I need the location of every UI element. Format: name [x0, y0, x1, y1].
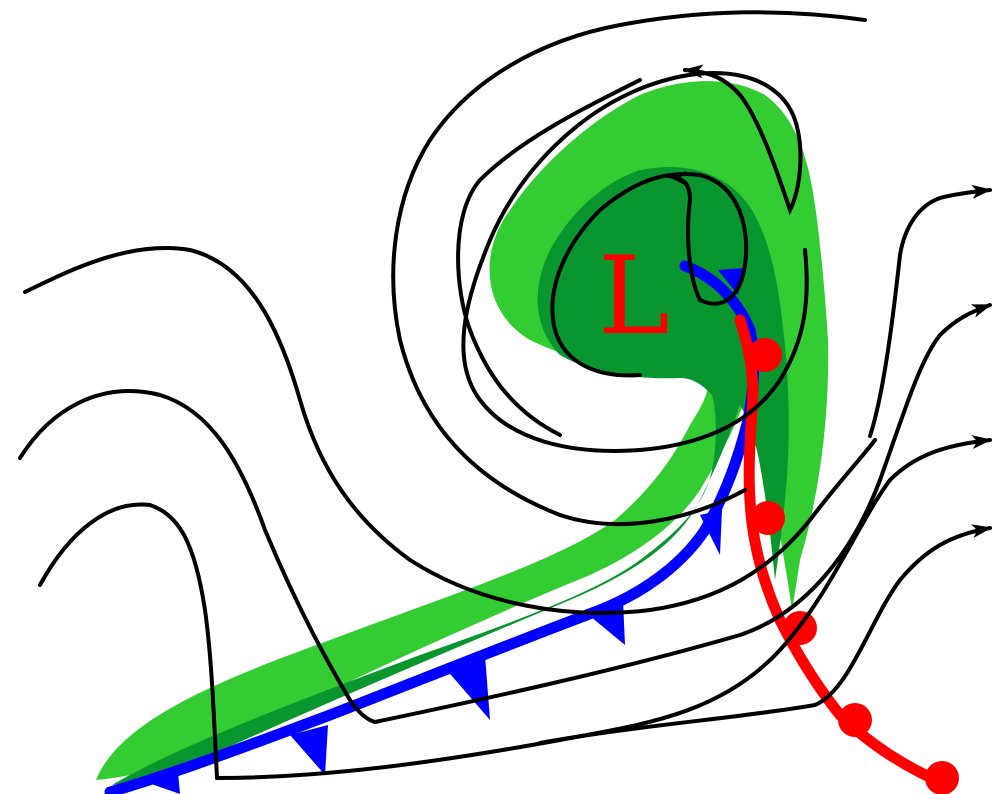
cold-front-triangle — [140, 772, 180, 794]
streamline-spiral-middle — [461, 64, 809, 453]
warm-front-bump — [838, 703, 872, 737]
cold-front-triangle — [445, 655, 490, 720]
streamline-east-1 — [868, 184, 992, 438]
cold-front-triangle — [585, 600, 625, 645]
streamline-east-3 — [215, 435, 992, 780]
streamline-wave-2 — [18, 389, 377, 724]
streamline-east-2 — [373, 303, 992, 724]
streamline-spiral-inner — [550, 171, 749, 378]
streamline-wave-1 — [23, 246, 877, 615]
streamline-east-4 — [538, 524, 992, 745]
streamline-wave-3 — [38, 502, 219, 780]
low-pressure-label: L — [598, 234, 670, 359]
cold-front-triangle — [700, 510, 722, 555]
streamline-spiral-top — [456, 78, 642, 437]
inner-cloud-band — [112, 166, 789, 786]
warm-front-bump — [748, 338, 782, 372]
cold-front-triangle — [290, 725, 328, 775]
warm-front-bump — [751, 501, 785, 535]
streamline-spiral-outer — [391, 10, 867, 527]
warm-front-bump — [925, 761, 959, 794]
